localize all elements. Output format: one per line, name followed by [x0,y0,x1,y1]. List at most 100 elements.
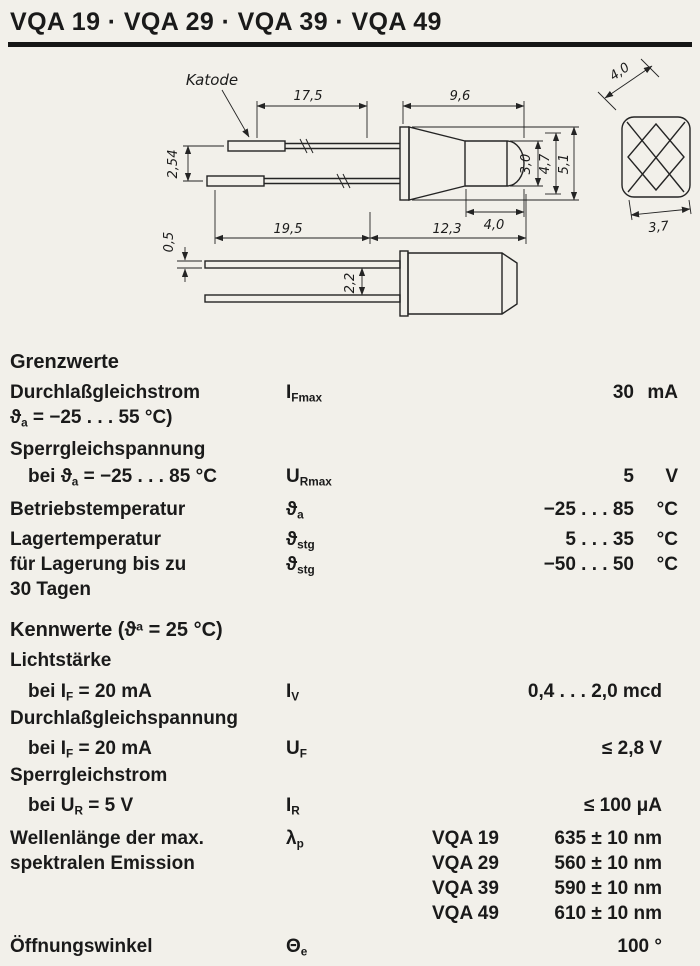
value: ≤ 2,8 V [601,738,662,759]
dim-body-length: 9,6 [450,89,471,104]
row-luminous-intensity: bei IF = 20 mA IV 0,4 . . . 2,0 mcd [10,679,692,704]
dim-body-diameter: 4,7 [538,153,553,174]
param-label: 30 Tagen [10,579,91,600]
param-label: spektralen Emission [10,853,195,874]
variant-name: VQA 49 [432,903,499,924]
symbol-sub: stg [297,563,315,577]
variant-name: VQA 19 [432,828,499,849]
value: 610 ± 10 nm [554,903,662,924]
condition-label: bei IF = 20 mA [10,736,286,761]
param-label: Durchlaßgleichstrom [10,382,201,403]
param-label: Lichtstärke [10,650,112,671]
condition-pre: bei [28,681,61,702]
theta-sub: a [21,416,28,430]
package-drawing: Katode 17,5 9,6 2,54 3,0 4,7 5,1 4,0 19,… [162,58,692,317]
row-forward-current-condition: ϑa = −25 . . . 55 °C) [10,405,692,430]
row-wavelength-2: spektralen Emission VQA 29 560 ± 10 nm [10,851,692,876]
unit: °C [656,554,678,575]
condition-pre: bei [28,738,61,759]
symbol: IR [286,793,432,818]
current-sub: F [66,747,74,761]
unit: V [665,466,678,487]
symbol-base: Θ [286,936,301,957]
symbol-base: U [286,738,300,759]
row-operating-temperature: Betriebstemperatur ϑa −25 . . . 85 °C [10,497,692,522]
variant-name: VQA 39 [432,878,499,899]
dim-lead-thickness: 0,5 [162,232,177,253]
symbol-base: ϑ [286,499,298,520]
dim-lead-length: 17,5 [294,89,323,104]
dimension-labels: Katode 17,5 9,6 2,54 3,0 4,7 5,1 4,0 19,… [162,60,670,293]
row-forward-current: Durchlaßgleichstrom IFmax 30 mA [10,380,692,405]
row-wavelength-4: VQA 49 610 ± 10 nm [10,901,692,926]
heading-condition-pre: (ϑ [112,619,137,641]
condition-label: bei ϑa = −25 . . . 85 °C [10,464,286,489]
condition-text: = 20 mA [73,738,152,759]
dim-front-width: 4,0 [607,60,633,84]
value: −50 . . . 50 [543,554,634,575]
symbol-sub: p [296,837,304,851]
symbol: Θe [286,934,432,959]
condition-label: ϑa = −25 . . . 55 °C) [10,405,286,430]
theta-symbol: ϑ [10,407,22,428]
heading-condition-post: = 25 °C) [143,619,223,641]
characteristics-heading-text: Kennwerte [10,619,113,641]
value: 5 [623,466,634,487]
current-symbol: I [60,738,67,759]
row-storage-temperature-1: Lagertemperatur ϑstg 5 . . . 35 °C [10,527,692,552]
symbol-base: U [286,466,300,487]
row-luminous-heading: Lichtstärke [10,648,692,673]
symbol-base: λ [286,828,297,849]
symbol-sub: R [291,804,300,818]
voltage-sub: R [74,804,83,818]
symbol: IFmax [286,380,432,405]
current-symbol: I [60,681,67,702]
dim-body-total: 12,3 [433,222,462,237]
dim-flange-diameter: 5,1 [557,154,572,175]
row-wavelength-1: Wellenlänge der max. λp VQA 19 635 ± 10 … [10,826,692,851]
param-label: Durchlaßgleichspannung [10,708,239,729]
condition-text: = −25 . . . 85 °C [78,466,217,487]
symbol-sub: e [300,945,308,959]
unit: mA [647,382,678,403]
condition-text: = 5 V [82,795,134,816]
title-rule [8,42,692,47]
condition-label: bei UR = 5 V [10,793,286,818]
value: 100 ° [617,936,662,957]
spec-table: Grenzwerte Durchlaßgleichstrom IFmax 30 … [10,350,692,959]
dim-front-base: 3,7 [648,219,671,236]
value: ≤ 100 μA [583,795,662,816]
row-reverse-current-label: Sperrgleichstrom [10,763,692,788]
heading-condition-sup: a [136,619,144,634]
value: 0,4 . . . 2,0 mcd [527,681,662,702]
dim-lead-total: 19,5 [274,222,303,237]
row-reverse-current: bei UR = 5 V IR ≤ 100 μA [10,793,692,818]
row-forward-voltage: bei IF = 20 mA U F ≤ 2,8 V [10,736,692,761]
symbol-base: ϑ [286,554,298,575]
symbol-base: I [286,795,292,816]
symbol: ϑstg [286,527,432,552]
param-label: für Lagerung bis zu [10,554,187,575]
voltage-symbol: U [60,795,75,816]
page-title: VQA 19 · VQA 29 · VQA 39 · VQA 49 [10,8,442,36]
value: −25 . . . 85 [543,499,634,520]
symbol: URmax [286,464,432,489]
current-sub: F [66,690,74,704]
row-reverse-voltage-label: Sperrgleichspannung [10,437,692,462]
characteristics-heading: Kennwerte (ϑa = 25 °C) [10,618,692,643]
value: 635 ± 10 nm [554,828,662,849]
front-view [621,116,691,198]
symbol-base: I [286,382,292,403]
value: 5 . . . 35 [565,529,634,550]
value: 30 [612,382,634,403]
symbol: ϑa [286,497,432,522]
param-label: Betriebstemperatur [10,499,186,520]
value: 590 ± 10 nm [554,878,662,899]
katode-label: Katode [186,71,238,89]
value: 560 ± 10 nm [554,853,662,874]
symbol: ϑstg [286,552,432,577]
dim-tip-length: 4,0 [484,218,505,233]
side-view-top [206,126,525,201]
symbol-sub: Rmax [299,475,332,489]
dim-lead-pitch: 2,54 [166,150,181,179]
